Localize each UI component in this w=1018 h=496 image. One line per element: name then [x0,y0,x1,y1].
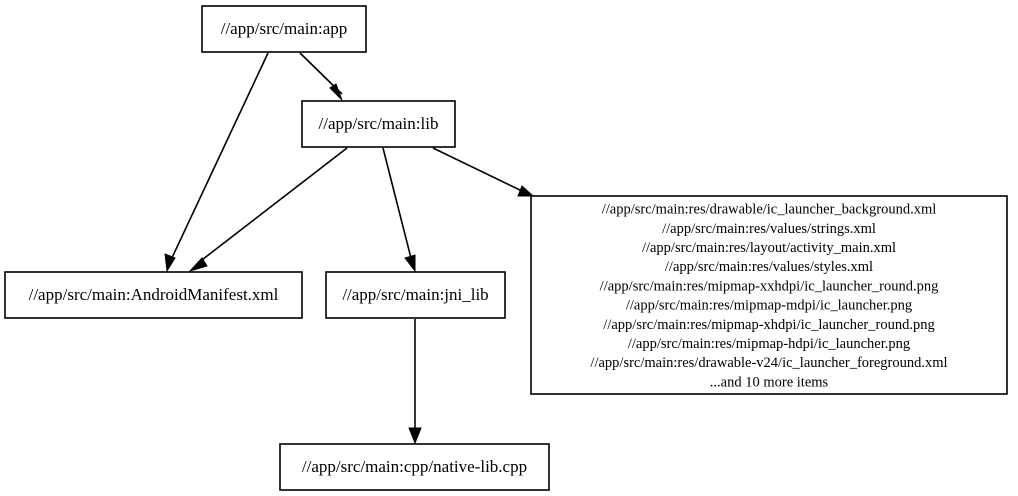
node-label-line: //app/src/main:res/values/strings.xml [662,221,876,237]
edge-line [382,147,413,263]
node-label-line: //app/src/main:res/drawable/ic_launcher_… [602,202,937,218]
graph-edges [164,52,535,445]
node-box[interactable] [279,443,550,491]
edge-lib-to-res-group [432,147,535,197]
node-lib[interactable]: //app/src/main:lib [301,100,456,148]
arrowhead-icon [188,257,208,272]
node-label: //app/src/main:lib [319,114,439,133]
edge-app-to-manifest [164,52,269,273]
node-label-multiline: //app/src/main:res/drawable/ic_launcher_… [590,202,947,391]
edge-lib-to-jni-lib [382,147,416,273]
graph-nodes: //app/src/main:app //app/src/main:lib //… [4,5,1008,491]
edge-line [197,147,348,264]
node-box[interactable] [301,100,456,148]
arrowhead-icon [408,427,422,445]
node-native-lib-cpp[interactable]: //app/src/main:cpp/native-lib.cpp [279,443,550,491]
node-label-line: ...and 10 more items [710,374,829,390]
node-label: //app/src/main:app [221,19,348,38]
node-label: //app/src/main:AndroidManifest.xml [29,285,279,304]
arrowhead-icon [517,185,535,197]
node-label-line: //app/src/main:res/layout/activity_main.… [642,240,896,256]
node-box[interactable] [4,271,303,319]
node-android-manifest[interactable]: //app/src/main:AndroidManifest.xml [4,271,303,319]
edge-jni-lib-to-native-lib [408,319,422,445]
arrowhead-icon [329,83,343,101]
node-label-line: //app/src/main:res/mipmap-hdpi/ic_launch… [628,336,910,352]
edge-lib-to-manifest [188,147,348,272]
node-box[interactable] [530,195,1008,395]
edge-app-to-lib [299,52,343,101]
node-box[interactable] [201,5,367,53]
node-app[interactable]: //app/src/main:app [201,5,367,53]
node-jni-lib[interactable]: //app/src/main:jni_lib [325,271,506,319]
node-box[interactable] [325,271,506,319]
arrowhead-icon [164,253,176,273]
node-label-line: //app/src/main:res/mipmap-mdpi/ic_launch… [626,298,912,314]
node-res-files-group[interactable]: //app/src/main:res/drawable/ic_launcher_… [530,195,1008,395]
node-label: //app/src/main:cpp/native-lib.cpp [302,457,527,476]
node-label-line: //app/src/main:res/drawable-v24/ic_launc… [590,355,947,371]
edge-line [432,147,525,193]
node-label-line: //app/src/main:res/mipmap-xxhdpi/ic_laun… [600,278,939,294]
edge-line [169,52,269,263]
node-label: //app/src/main:jni_lib [342,285,488,304]
node-label-line: //app/src/main:res/mipmap-xhdpi/ic_launc… [603,317,934,333]
arrowhead-icon [404,254,416,273]
node-label-line: //app/src/main:res/values/styles.xml [665,259,873,275]
